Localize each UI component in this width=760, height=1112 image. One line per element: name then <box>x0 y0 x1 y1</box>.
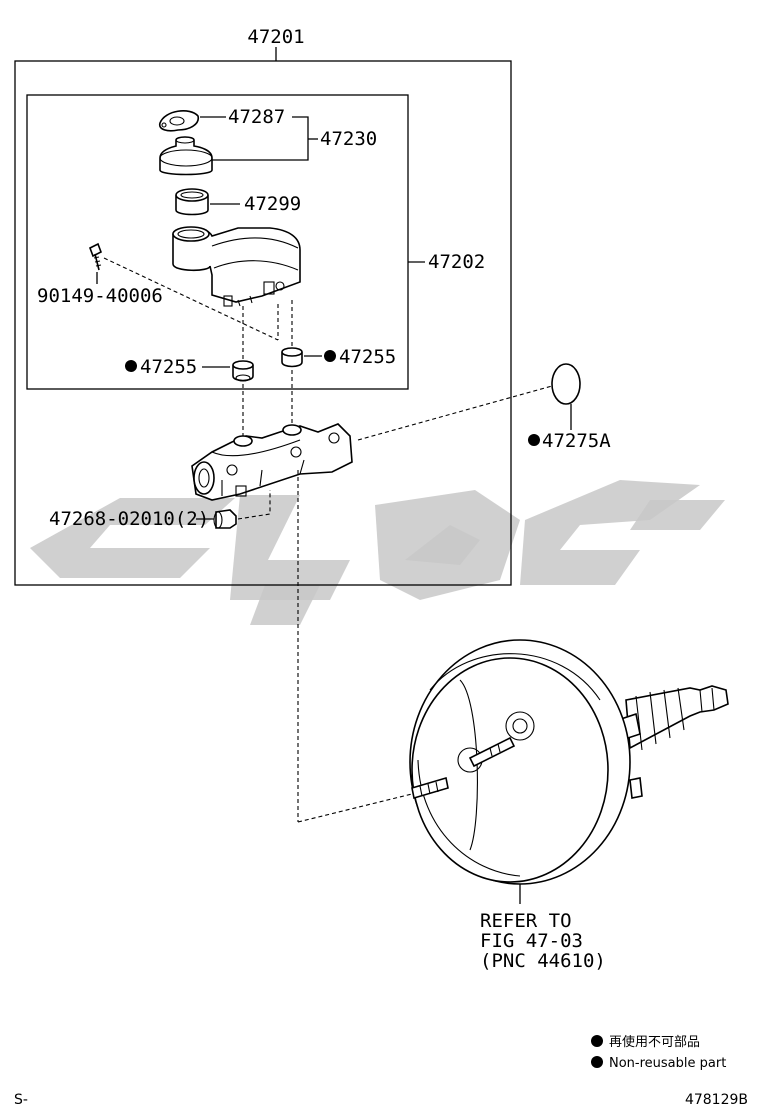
refer-note-line3: (PNC 44610) <box>480 950 606 972</box>
label-47255-left: 47255 <box>140 356 197 378</box>
legend-en: Non-reusable part <box>609 1056 726 1071</box>
non-reusable-mark-icon <box>324 350 336 362</box>
reservoir-cap-part <box>159 136 213 176</box>
reservoir-tank-part <box>172 226 301 307</box>
label-47268-02010: 47268-02010(2) <box>49 508 209 530</box>
legend-bullet-icon <box>591 1056 603 1068</box>
assembly-box-47201 <box>14 60 512 586</box>
footer-left-code: S- <box>14 1092 28 1108</box>
non-reusable-mark-icon <box>528 434 540 446</box>
label-47201: 47201 <box>247 26 304 48</box>
label-47255-right: 47255 <box>339 346 396 368</box>
brake-booster-part <box>409 639 729 885</box>
refer-note-line1: REFER TO <box>480 910 572 932</box>
drawing-number: 478129B <box>685 1092 748 1108</box>
label-47299: 47299 <box>244 193 301 215</box>
strainer-part <box>175 188 209 216</box>
plug-part <box>213 509 237 529</box>
label-47275A: 47275A <box>542 430 611 452</box>
grommet-right-part <box>281 347 303 368</box>
seal-ring-part <box>551 363 581 405</box>
watermark-logo <box>30 480 725 625</box>
cap-gasket-part <box>158 110 200 132</box>
label-47202: 47202 <box>428 251 485 273</box>
refer-note-line2: FIG 47-03 <box>480 930 583 952</box>
label-47287: 47287 <box>228 106 285 128</box>
legend-jp: 再使用不可部品 <box>609 1034 700 1050</box>
label-90149-40006: 90149-40006 <box>37 285 163 307</box>
master-cylinder-part <box>191 423 353 501</box>
reservoir-box-47202 <box>26 94 409 390</box>
screw-part <box>88 242 103 271</box>
legend-bullet-icon <box>591 1035 603 1047</box>
label-47230: 47230 <box>320 128 377 150</box>
grommet-left-part <box>232 360 254 382</box>
non-reusable-mark-icon <box>125 360 137 372</box>
